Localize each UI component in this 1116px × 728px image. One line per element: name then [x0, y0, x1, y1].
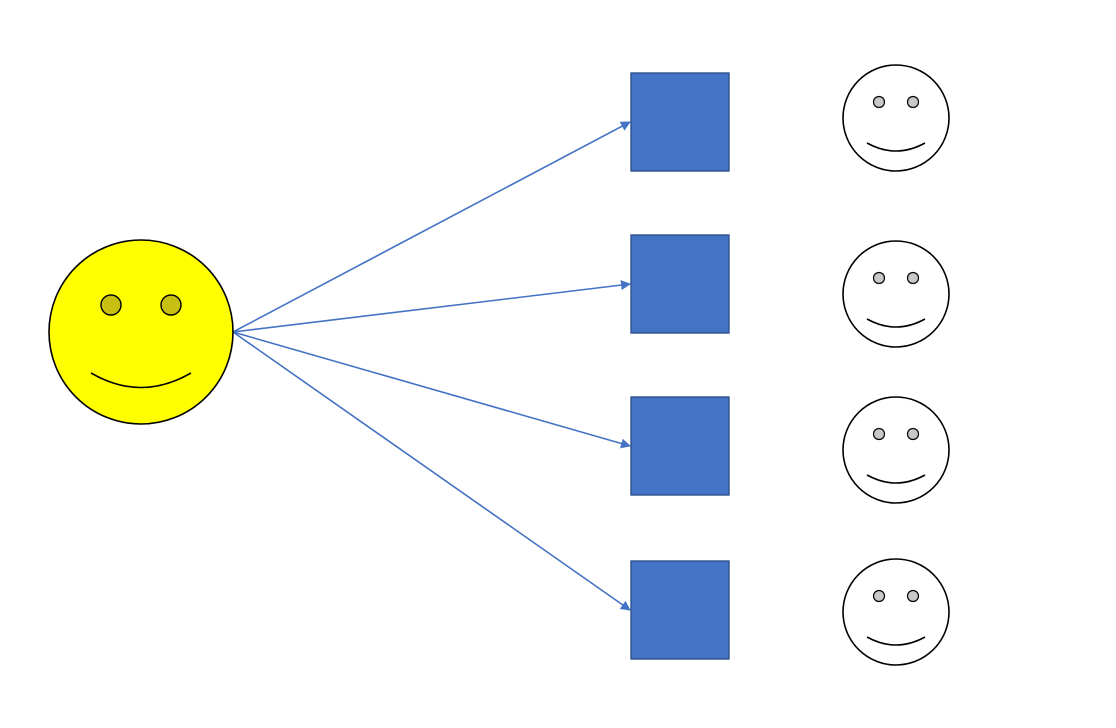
arrows	[232, 121, 631, 611]
arrow-to-target-4	[232, 331, 631, 611]
source-smiley-face-icon	[48, 239, 234, 425]
target-smiley-face-icon-3	[842, 396, 950, 504]
square-1	[630, 72, 730, 172]
target-squares	[630, 72, 730, 660]
square-4	[630, 560, 730, 660]
arrow-to-target-3	[232, 331, 631, 449]
target-smiley-face-icon-2	[842, 240, 950, 348]
square-3	[630, 396, 730, 496]
arrow-to-target-1	[232, 121, 631, 333]
target-smiley-face-icon-4	[842, 558, 950, 666]
source-right-eye	[160, 294, 182, 316]
source-smile	[90, 372, 192, 389]
target-smiley-face-icon-1	[842, 64, 950, 172]
arrow-to-target-2	[232, 280, 631, 333]
source-left-eye	[100, 294, 122, 316]
square-2	[630, 234, 730, 334]
